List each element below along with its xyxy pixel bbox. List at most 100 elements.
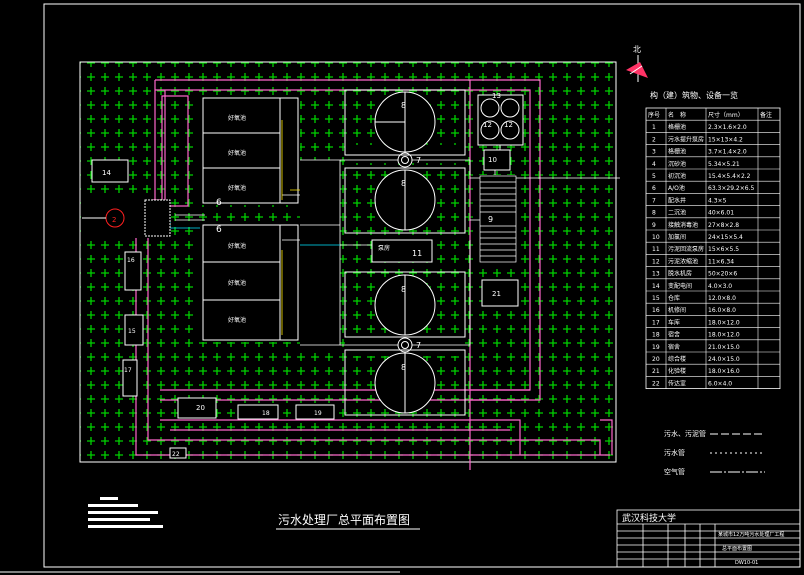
title-block-school: 武汉科技大学 [622,512,676,524]
ao-lower-sub-label-2: 好氧池 [228,279,246,287]
warehouse-building [124,314,144,346]
table-cell-size: 11×6.34 [708,258,734,265]
ao-upper-label: 6 [216,198,222,208]
table-header-3: 备注 [760,111,772,119]
dorm2-building [295,404,335,420]
north-label: 北 [633,45,641,54]
table-cell-no: 17 [652,319,660,326]
thickener-label-1: 12 [483,121,492,129]
site-boundary [79,61,617,463]
table-cell-name: 仓库 [668,294,680,302]
notes-block [88,497,163,528]
table-cell-size: 24×15×5.4 [708,234,743,241]
yellow-pipes [281,120,300,335]
inlet-works [82,198,171,238]
table-cell-size: 27×8×2.8 [708,222,739,229]
table-cell-name: 配水井 [668,196,686,204]
table-header-2: 尺寸（mm） [708,111,744,119]
warehouse-label: 15 [128,328,136,335]
repair-building [124,251,142,291]
table-cell-size: 18.0×12.0 [708,319,740,326]
table-cell-name: 加氯间 [668,233,686,241]
table-cell-size: 24.0×15.0 [708,356,740,363]
table-cell-no: 1 [652,124,656,131]
table-cell-size: 4.3×5 [708,197,727,204]
clarifier-label-4: 8 [401,363,406,372]
table-cell-name: 格栅池 [668,148,686,156]
table-cell-no: 13 [652,271,660,278]
ao-tank-lower: 好氧池 好氧池 好氧池 6 [202,224,299,341]
drawing-frame [43,3,801,568]
legend-label: 污水管 [664,448,685,457]
disinfection-label: 9 [488,215,493,224]
office-building [177,397,217,419]
well-label-2: 7 [416,341,421,350]
table-cell-no: 5 [652,173,656,180]
table-cell-no: 7 [652,197,656,204]
table-cell-name: 脱水机房 [668,270,692,278]
drawing-title: 污水处理厂总平面布置图 [278,513,410,527]
dewatering-label: 13 [492,92,501,100]
clarifiers [344,89,466,416]
table-cell-no: 20 [652,356,660,363]
table-cell-size: 15×6×5.5 [708,246,739,253]
chlorine-room [483,149,511,171]
table-cell-name: 机修间 [668,306,686,314]
table-cell-size: 21.0×15.0 [708,344,740,351]
table-cell-size: 40×6.01 [708,210,734,217]
table-cell-name: 污泥浓缩池 [668,257,698,265]
dorm1-label: 18 [262,410,270,417]
chlorine-label: 10 [488,156,497,164]
title-block [616,509,801,568]
ao-lower-sub-label-1: 好氧池 [228,242,246,250]
north-arrow-icon [626,55,648,82]
table-cell-name: 格栅池 [668,123,686,131]
table-cell-no: 16 [652,307,660,314]
ao-upper-sub-label-2: 好氧池 [228,149,246,157]
table-cell-size: 15×13×4.2 [708,136,743,143]
substation-label: 14 [102,169,111,177]
table-cell-name: 传达室 [668,379,686,387]
table-header-1: 名 称 [668,111,686,119]
table-cell-name: 变配电间 [668,282,692,290]
title-block-drawing-name: 总平面布置图 [722,545,752,552]
disinfection-tank [479,175,517,263]
ao-tank-upper: 好氧池 好氧池 好氧池 6 [202,97,299,208]
table-cell-no: 9 [652,222,656,229]
table-cell-size: 18.0×12.0 [708,332,740,339]
table-cell-name: 接触消毒池 [668,221,698,229]
garage-building [122,359,138,397]
table-cell-size: 3.7×1.4×2.0 [708,149,747,156]
substation [91,159,129,183]
table-cell-name: 污泥回流泵房 [668,245,704,253]
dorm1-building [237,404,279,420]
table-cell-no: 2 [652,136,656,143]
table-cell-name: 宿舍 [668,343,680,351]
clarifier-label-2: 8 [401,179,406,188]
clarifier-label-3: 8 [401,285,406,294]
lab-building [481,279,519,307]
ao-lower-label: 6 [216,225,222,235]
table-cell-no: 19 [652,344,660,351]
gate-house [169,447,187,459]
table-cell-name: A/O池 [668,184,685,192]
table-cell-size: 63.3×29.2×6.5 [708,185,754,192]
legend-label: 污水、污泥管 [664,429,706,438]
ao-lower-sub-label-3: 好氧池 [228,316,246,324]
table-cell-no: 21 [652,368,660,375]
title-block-project: 某城市12万吨污水处理厂工程 [718,531,784,538]
table-cell-no: 6 [652,185,656,192]
dorm2-label: 19 [314,410,322,417]
table-cell-no: 10 [652,234,660,241]
table-cell-no: 15 [652,295,660,302]
table-cell-no: 11 [652,246,660,253]
table-cell-no: 22 [652,380,660,387]
legend-label: 空气管 [664,467,685,476]
well-label-1: 7 [416,156,421,165]
table-cell-size: 12.0×8.0 [708,295,736,302]
table-cell-no: 8 [652,210,656,217]
table-title: 构（建）筑物、设备一览 [650,90,738,100]
table-cell-size: 15.4×5.4×2.2 [708,173,751,180]
